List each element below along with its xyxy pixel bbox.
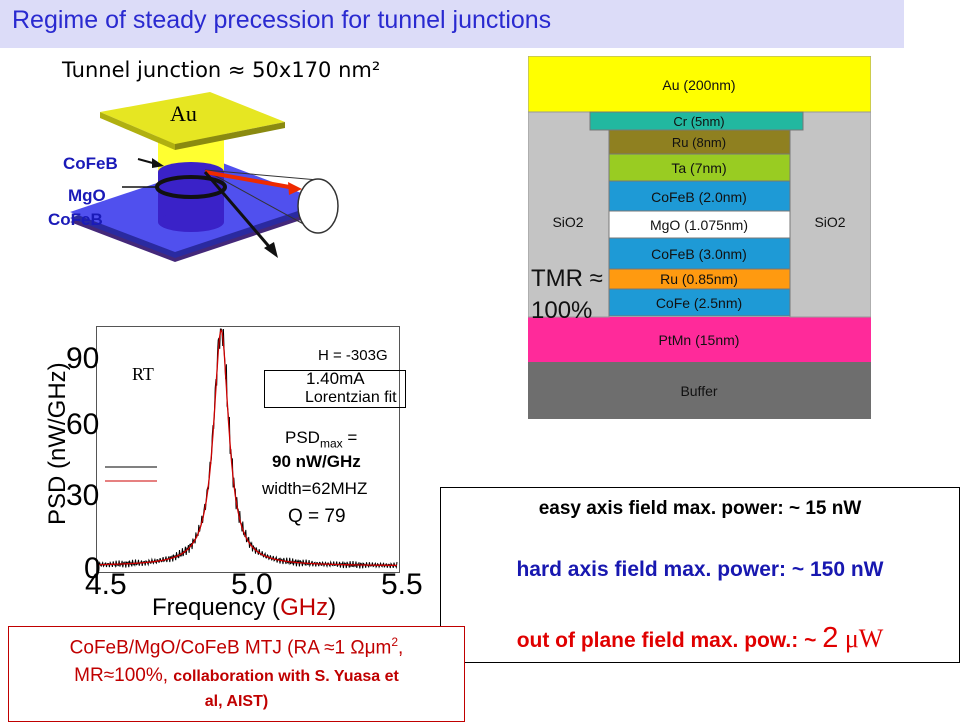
junction-size-label: Tunnel junction ≈ 50x170 nm² bbox=[62, 58, 381, 82]
y-axis-label: PSD (nW/GHz) bbox=[44, 362, 71, 525]
stack-layer-cofeb3 bbox=[608, 237, 791, 270]
ytick-60: 60 bbox=[66, 408, 100, 441]
easy-axis-power: easy axis field max. power: ~ 15 nW bbox=[538, 498, 862, 519]
stack-layer-mgo bbox=[608, 210, 791, 239]
xtick-5-0: 5.0 bbox=[231, 568, 273, 601]
stack-layer-ru8 bbox=[608, 129, 791, 155]
stack-label-cofe: CoFe (2.5nm) bbox=[656, 295, 742, 311]
ytick-0: 0 bbox=[84, 552, 101, 585]
mtj-line-3: al, AIST) bbox=[204, 693, 269, 710]
tmr-label-line2: 100% bbox=[531, 297, 592, 324]
sio2-left-label: SiO2 bbox=[552, 214, 583, 230]
mtj-line-2: MR≈100%, collaboration with S. Yuasa et bbox=[74, 665, 399, 686]
legend-box bbox=[264, 370, 406, 408]
mgo-label: MgO bbox=[68, 186, 106, 205]
legend-fit: Lorentzian fit bbox=[305, 389, 397, 406]
stack-label-ru085: Ru (0.85nm) bbox=[660, 271, 738, 287]
stack-label-cr: Cr (5nm) bbox=[673, 114, 724, 129]
magnetization-arrow bbox=[204, 170, 296, 190]
field-arrow bbox=[203, 171, 274, 251]
sio2-left bbox=[528, 111, 610, 318]
stack-label-mgo: MgO (1.075nm) bbox=[650, 217, 748, 233]
rt-label: RT bbox=[132, 364, 154, 384]
au-plate bbox=[100, 92, 285, 144]
legend-measured: 1.40mA bbox=[306, 369, 365, 388]
x-axis-label: Frequency (GHz) bbox=[152, 594, 337, 621]
linewidth-label: width=62MHZ bbox=[262, 479, 368, 498]
psd-chart-frame bbox=[96, 326, 400, 573]
layer-stack-diagram: Au (200nm) Cr (5nm) Ru (8nm) Ta (7nm) Co… bbox=[528, 56, 871, 419]
psd-chart bbox=[98, 328, 398, 570]
sio2-right-label: SiO2 bbox=[814, 214, 845, 230]
cofeb-top-label: CoFeB bbox=[63, 154, 118, 173]
psd-max-label: PSDmax = bbox=[285, 428, 358, 451]
xtick-4-5: 4.5 bbox=[85, 568, 127, 601]
stack-label-cofeb3: CoFeB (3.0nm) bbox=[651, 246, 747, 262]
lorentzian-fit-series bbox=[99, 328, 397, 566]
stack-layer-au bbox=[528, 56, 871, 113]
cofeb-bottom-label: CoFeB bbox=[48, 210, 103, 229]
psd-max-value: 90 nW/GHz bbox=[272, 452, 361, 471]
pillar-bottom bbox=[158, 212, 224, 232]
quality-factor-label: Q = 79 bbox=[288, 506, 346, 527]
xtick-5-5: 5.5 bbox=[381, 568, 423, 601]
stack-label-buffer: Buffer bbox=[680, 383, 717, 399]
ytick-90: 90 bbox=[66, 342, 100, 375]
field-label: H = -303G bbox=[318, 347, 388, 364]
stack-label-ptmn: PtMn (15nm) bbox=[659, 332, 740, 348]
ytick-30: 30 bbox=[66, 479, 100, 512]
tmr-label-line1: TMR ≈ bbox=[531, 265, 603, 292]
out-of-plane-power: out of plane field max. pow.: ~ 2 μW bbox=[516, 622, 884, 654]
junction-illustration bbox=[70, 92, 339, 262]
stack-layer-cofeb2 bbox=[608, 180, 791, 212]
stack-label-au: Au (200nm) bbox=[662, 77, 735, 93]
au-label: Au bbox=[170, 101, 197, 126]
hard-axis-power: hard axis field max. power: ~ 150 nW bbox=[516, 558, 884, 581]
stack-label-ru8: Ru (8nm) bbox=[672, 135, 726, 150]
slide-title: Regime of steady precession for tunnel j… bbox=[12, 6, 552, 34]
power-summary-box: easy axis field max. power: ~ 15 nW hard… bbox=[440, 487, 960, 663]
mtj-line-1: CoFeB/MgO/CoFeB MTJ (RA ≈1 Ωμm2, bbox=[69, 635, 404, 659]
stack-label-cofeb2: CoFeB (2.0nm) bbox=[651, 189, 747, 205]
title-bar bbox=[0, 0, 904, 48]
precession-cone bbox=[297, 178, 339, 234]
stack-layer-ptmn bbox=[528, 317, 871, 362]
stack-label-ta: Ta (7nm) bbox=[671, 160, 726, 176]
stack-layer-buffer bbox=[528, 362, 871, 419]
mtj-description-box: CoFeB/MgO/CoFeB MTJ (RA ≈1 Ωμm2, MR≈100%… bbox=[8, 626, 465, 722]
stack-layer-cofe bbox=[608, 288, 791, 317]
